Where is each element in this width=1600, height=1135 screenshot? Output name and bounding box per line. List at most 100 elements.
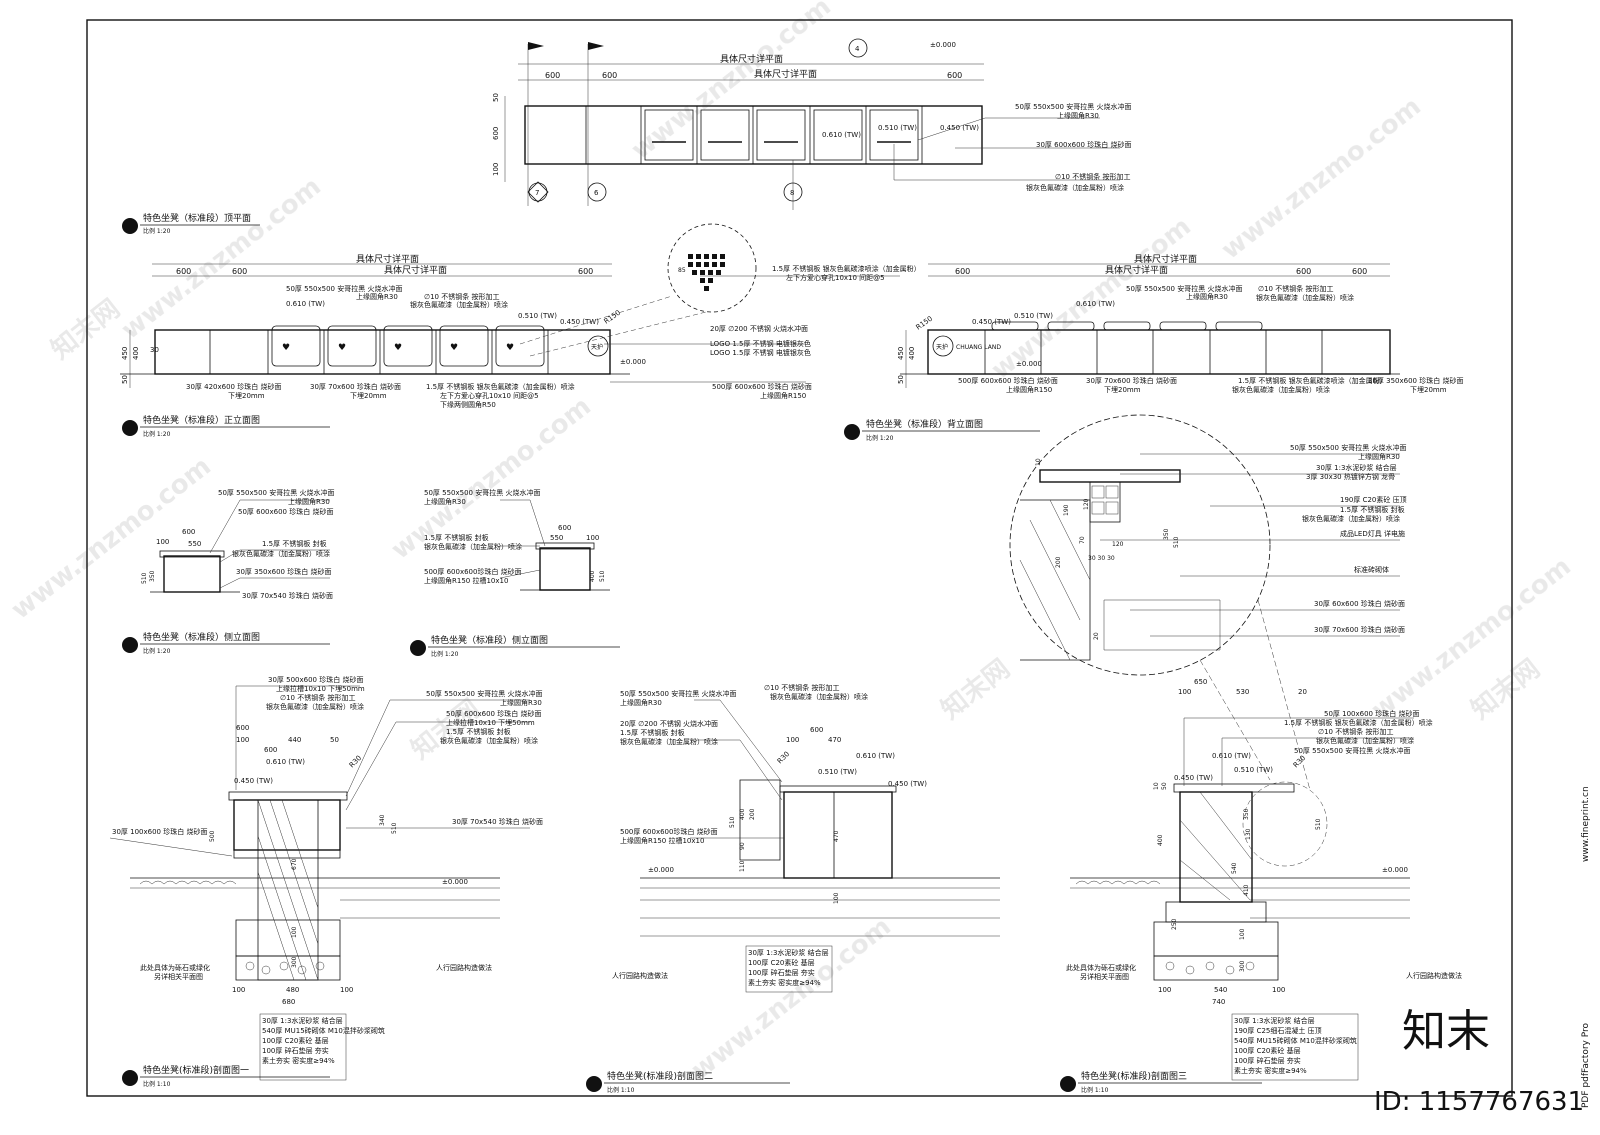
drawing-stroke	[297, 965, 307, 975]
view-scale: 比例 1:10	[1081, 1086, 1109, 1094]
dim-label: 400	[739, 808, 746, 820]
dim-label: 400	[908, 347, 916, 360]
annotation: 30厚 100x600 珍珠白 烧砂面	[112, 827, 207, 836]
annotation: 银灰色氟碳漆（加金属粉）喷涂	[620, 737, 718, 746]
level-label: 0.510 (TW)	[878, 124, 917, 132]
annotation: 30厚 350x600 珍珠白 烧砂面	[1368, 376, 1463, 385]
drawing-stroke	[163, 555, 221, 593]
grid-label: 7	[535, 189, 539, 197]
drawing-stroke	[696, 262, 701, 267]
annotation: 540厚 MU15砖砌体 M10混拌砂浆砌筑	[262, 1026, 385, 1035]
annotation: 50厚 600x600 珍珠白 烧砂面	[238, 507, 333, 516]
drawing-stroke	[1153, 955, 1279, 981]
annotation: 上缘圆角R30	[288, 497, 330, 506]
dim-label: R150	[915, 315, 935, 332]
drawing-stroke	[1199, 659, 1271, 781]
drawing-stroke	[109, 837, 233, 857]
annotation: 1.5厚 不锈钢板 银灰色氟碳漆（加金属粉）喷涂	[1284, 718, 1433, 727]
detail-callout	[1009, 414, 1271, 676]
view-title: 特色坐凳（标准段）正立面图	[143, 414, 260, 426]
annotation: 人行园路构造做法	[612, 971, 668, 980]
dim-label: 510	[1315, 818, 1322, 830]
dim-label: 600	[810, 726, 823, 734]
annotation: 下埋20mm	[1410, 385, 1447, 394]
annotation: 上缘圆角R150	[760, 391, 806, 400]
watermark-brand: 知末网	[936, 654, 1016, 726]
annotation: 上缘圆角R30	[620, 698, 662, 707]
dim-label: 120	[1083, 498, 1090, 510]
drawing-stroke	[345, 699, 530, 797]
level-label: 0.610 (TW)	[266, 758, 305, 766]
annotation: 190厚 C20素砼 压顶	[1340, 495, 1407, 504]
dim-label: 600	[492, 127, 500, 140]
annotation: 银灰色氟碳漆（加金属粉）喷涂	[266, 702, 364, 711]
drawing-stroke	[1215, 321, 1263, 331]
grid-label: 6	[594, 189, 599, 197]
drawing-stroke	[1075, 880, 1161, 885]
level-label: ±0.000	[930, 41, 956, 49]
heart-icon: ♥	[394, 343, 402, 353]
pdf-producer: PDF pdfFactory Pro	[1581, 1023, 1591, 1108]
annotation: 上缘圆角R30	[1057, 111, 1099, 120]
dim-label: 90	[739, 842, 746, 850]
dim-label: 740	[1212, 998, 1225, 1006]
dim-label: 600	[545, 71, 560, 80]
annotation: 50厚 550x500 安哥拉黑 火烧水冲面	[1290, 443, 1406, 452]
watermark-brand: 知末网	[46, 294, 126, 366]
dim-label: 600	[955, 267, 970, 276]
drawing-stroke	[1257, 599, 1311, 791]
drawing-stroke	[159, 550, 225, 558]
drawing-stroke	[1245, 961, 1255, 971]
dim-label: 100	[1272, 986, 1285, 994]
drawing-stroke	[233, 849, 341, 859]
annotation: 500厚 600x600珍珠白 烧砂面	[620, 827, 718, 836]
drawing-stroke	[1019, 499, 1091, 661]
drawing-stroke	[524, 105, 983, 165]
annotation: 50厚 550x500 安哥拉黑 火烧水冲面	[1015, 102, 1131, 111]
view-scale: 比例 1:10	[143, 1080, 171, 1088]
drawing-stroke	[228, 791, 348, 801]
annotation: ∅10 不锈钢条 按形加工	[280, 693, 355, 702]
drawing-stroke	[261, 965, 271, 975]
dim-label: 100	[232, 986, 245, 994]
drawing-stroke	[720, 254, 725, 259]
dim-label: 350	[1163, 528, 1170, 540]
annotation: 100厚 碎石垫层 夯实	[748, 968, 815, 977]
drawing-stroke	[848, 38, 868, 58]
dim-label: 600	[558, 524, 571, 532]
level-label: ±0.000	[442, 878, 468, 886]
dim-label: 50	[121, 375, 129, 384]
annotation: LOGO 1.5厚 不锈钢 电镀银灰色	[710, 339, 811, 348]
drawing-stroke	[1165, 901, 1267, 923]
dim-label: 190	[1063, 504, 1070, 516]
annotation: ∅10 不锈钢条 按形加工	[764, 683, 839, 692]
annotation: 银灰色氟碳漆（加金属粉）喷涂	[1302, 514, 1400, 523]
dim-label: 10	[1035, 458, 1042, 466]
dim-label: 470	[828, 736, 841, 744]
dim-label: 480	[286, 986, 299, 994]
drawing-stroke	[1091, 501, 1105, 515]
drawing-stroke	[233, 799, 341, 851]
logo-disc	[587, 335, 609, 357]
annotation: 下埋20mm	[350, 391, 387, 400]
heart-icon: ♥	[282, 343, 290, 353]
annotation: 左下方爱心穿孔10x10 间距@5	[786, 273, 885, 282]
annotation: 1.5厚 不锈钢板 封板	[424, 533, 489, 542]
level-label: 0.510 (TW)	[1014, 312, 1053, 320]
top-plan-view: 4 ±0.000 具体尺寸详平面 具体尺寸详平面 600 600 600 50 …	[492, 38, 1131, 210]
detail-callout	[667, 223, 757, 313]
dim-label: 450	[121, 347, 129, 360]
annotation: 20厚 ∅200 不锈钢 火烧水冲面	[620, 719, 718, 728]
annotation: 50厚 550x500 安哥拉黑 火烧水冲面	[424, 488, 540, 497]
dim-label: 550	[188, 540, 201, 548]
drawing-stroke	[139, 880, 237, 885]
level-label: ±0.000	[648, 866, 674, 874]
drawing-stroke	[720, 262, 725, 267]
dim-label: 具体尺寸详平面	[1134, 253, 1197, 265]
annotation: 银灰色氟碳漆（加金属粉）喷涂	[1256, 293, 1354, 302]
drawing-stroke	[519, 295, 673, 345]
dim-label: R30	[348, 754, 363, 769]
dim-label: 510	[729, 816, 736, 828]
annotation: 成品LED灯具 详电施	[1340, 529, 1405, 538]
annotation: 1.5厚 不锈钢板 封板	[1340, 505, 1405, 514]
